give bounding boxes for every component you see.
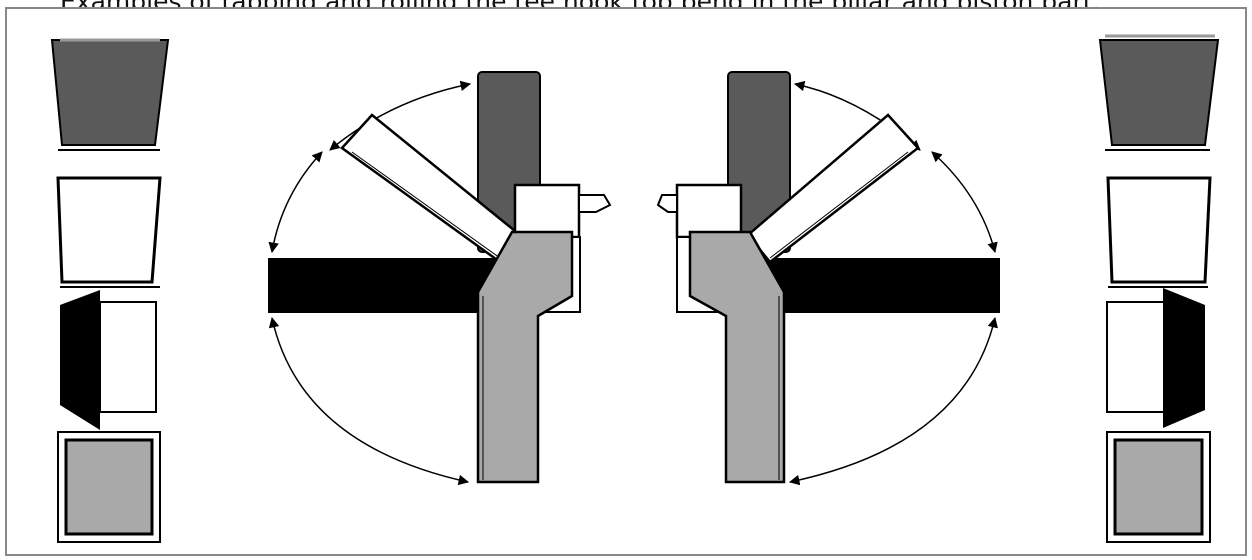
right-legend-dark-tapered-block [1098,34,1220,151]
right-gray-post [688,230,786,484]
left-black-arm [268,258,518,313]
right-arc-lower [788,316,998,486]
right-arc-upper [931,151,998,254]
left-arc-upper-outer [329,80,472,151]
left-arc-lower [268,316,470,486]
left-gray-post [476,230,574,484]
diagram-frame [5,7,1247,556]
right-legend-half-black-block [1106,288,1205,428]
left-legend-half-black-block [60,290,157,430]
left-legend-gray-square [57,431,161,543]
right-legend [1098,34,1220,543]
left-legend-white-tapered-block [56,176,162,288]
right-legend-white-tapered-block [1106,176,1212,288]
right-legend-gray-square [1106,431,1211,543]
left-legend [50,38,170,543]
right-black-arm [745,258,1000,313]
right-assembly [656,71,1000,486]
left-legend-dark-tapered-block [50,38,170,151]
left-assembly [268,71,612,486]
left-arc-upper [268,151,323,254]
